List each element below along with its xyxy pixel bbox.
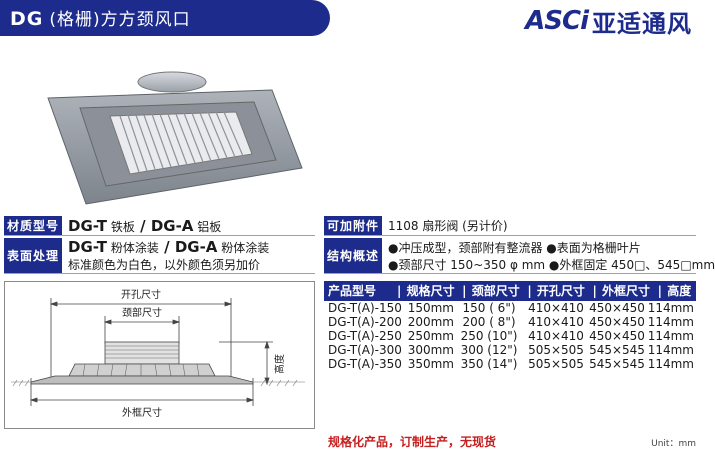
surface-note: 标准颜色为白色，以外颜色须另加价 [68,258,261,272]
neck-size-label: 颈部尺寸 [122,306,162,319]
structure-line-2: ●颈部尺寸 150~350 φ mm ●外框固定 450□、545□mm [388,257,715,272]
surface-a-text: 粉体涂装 [221,241,270,255]
outer-size-label: 外框尺寸 [122,406,162,419]
surface-t-text: 粉体涂装 [110,241,159,255]
surface-label: 表面处理 [4,238,62,273]
table-row: DG-T(A)-150 150mm 150 ( 6") 410×410 450×… [328,301,694,315]
brand-logo: ASCi [525,6,589,36]
spec-table-header: 产品型号 | 规格尺寸 | 颈部尺寸 | 开孔尺寸 | 外框尺寸 | 高度 [324,281,696,301]
spec-col-model: 产品型号 [328,284,377,298]
material-label: 材质型号 [4,216,62,235]
product-photo [47,71,303,205]
product-code: DG [10,8,44,30]
product-name: (格栅)方方颈风口 [49,10,191,30]
spec-col-open: 开孔尺寸 [536,284,585,298]
footer-note: 规格化产品，订制生产，无现货 [328,435,497,449]
spec-col-height: 高度 [667,284,692,298]
structure-value: ●冲压成型，颈部附有整流器 ●表面为格栅叶片 ●颈部尺寸 150~350 φ m… [382,238,715,273]
surface-value: DG-T 粉体涂装 / DG-A 粉体涂装 标准颜色为白色，以外颜色须另加价 [62,238,269,273]
spec-table-body: DG-T(A)-150 150mm 150 ( 6") 410×410 450×… [324,301,696,371]
header-bar: DG(格栅)方方颈风口 [0,0,330,36]
brand-name: 亚适通风 [592,9,692,38]
structure-line-1: ●冲压成型，颈部附有整流器 ●表面为格栅叶片 [388,240,641,255]
material-a-text: 铝板 [197,219,222,234]
row-structure: 结构概述 ●冲压成型，颈部附有整流器 ●表面为格栅叶片 ●颈部尺寸 150~35… [324,238,715,274]
surface-a-code: DG-A [174,238,218,256]
row-addon: 可加附件 1108 扇形阀 (另计价) [324,216,696,236]
material-t-code: DG-T [68,216,108,235]
row-material: 材质型号 DG-T 铁板 / DG-A 铝板 [4,216,315,236]
height-label: 高度 [273,354,286,374]
structure-label: 结构概述 [324,238,382,273]
surface-t-code: DG-T [68,238,108,256]
addon-label: 可加附件 [324,216,382,235]
unit-label: Unit：mm [651,439,696,449]
material-value: DG-T 铁板 / DG-A 铝板 [62,216,221,235]
table-row: DG-T(A)-200 200mm 200 ( 8") 410×410 450×… [328,315,694,329]
open-size-label: 开孔尺寸 [121,288,161,301]
material-a-code: DG-A [150,216,194,235]
spec-col-neck: 颈部尺寸 [471,284,520,298]
table-row: DG-T(A)-300 300mm 300 (12") 505×505 545×… [328,343,694,357]
material-sep: / [134,216,151,235]
table-row: DG-T(A)-350 350mm 350 (14") 505×505 545×… [328,357,694,371]
addon-value: 1108 扇形阀 (另计价) [388,219,508,233]
surface-sep: / [158,238,175,256]
spec-col-outer: 外框尺寸 [602,284,651,298]
table-row: DG-T(A)-250 250mm 250 (10") 410×410 450×… [328,329,694,343]
dimension-drawing: 开孔尺寸 颈部尺寸 外框尺寸 高度 [4,281,315,429]
drawing-svg: 开孔尺寸 颈部尺寸 外框尺寸 高度 [11,288,305,419]
page-title: DG(格栅)方方颈风口 [10,5,191,30]
spec-col-size: 规格尺寸 [406,284,455,298]
brand: ASCi 亚适通风 [525,4,692,38]
material-t-text: 铁板 [110,219,135,234]
row-surface: 表面处理 DG-T 粉体涂装 / DG-A 粉体涂装 标准颜色为白色，以外颜色须… [4,238,315,274]
